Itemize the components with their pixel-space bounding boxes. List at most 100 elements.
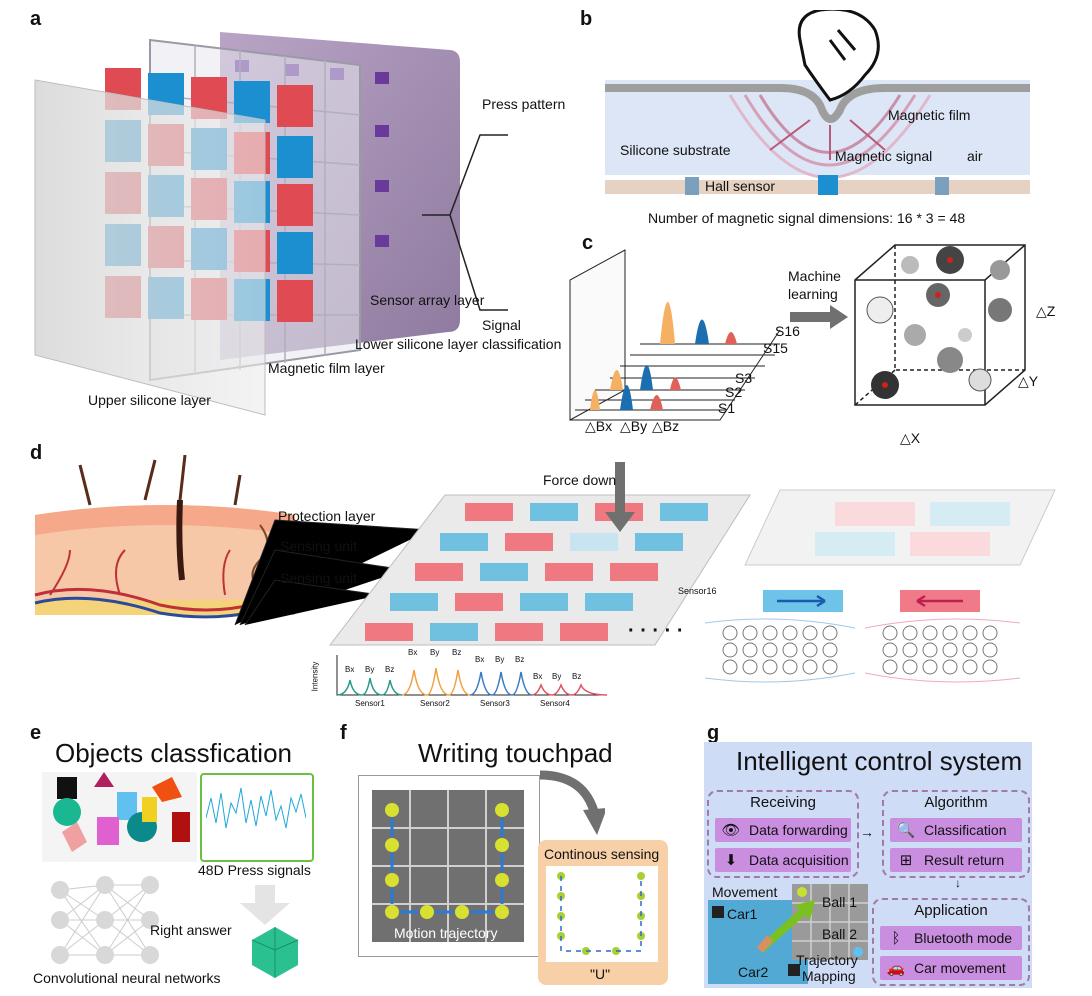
movement-label: Movement — [712, 884, 778, 900]
machine-learning-label-1: Machine — [788, 268, 841, 284]
ball-board — [792, 884, 868, 960]
objects-photo — [42, 772, 197, 862]
eye-icon: 👁 — [721, 822, 741, 839]
magnetic-signal-label: Magnetic signal — [835, 148, 933, 164]
sensor-name-1: Sensor1 — [355, 699, 385, 708]
intensity-plot — [336, 655, 608, 696]
classification-label: Classification — [924, 822, 1007, 838]
result-grid-icon: ⊞ — [899, 852, 913, 869]
panel-b-label: b — [580, 8, 593, 30]
magnetic-film-layer-label: Magnetic film layer — [268, 360, 385, 376]
application-group: Application ᛒ Bluetooth mode 🚗 Car movem… — [872, 898, 1030, 986]
ball1-label: Ball 1 — [822, 894, 858, 910]
classification-label: classification — [482, 336, 562, 352]
u-trajectory — [546, 866, 658, 962]
trajectory-label: Trajectory — [796, 952, 858, 968]
panel-g-title: Intelligent control system — [736, 746, 1023, 776]
panel-d-label: d — [30, 442, 43, 464]
peak-label-12: Bz — [572, 672, 582, 681]
result-return-item[interactable]: ⊞ Result return — [890, 848, 1022, 872]
data-clusters — [866, 246, 1012, 399]
magnetic-film-label: Magnetic film — [888, 107, 971, 123]
force-down-label: Force down — [543, 472, 617, 488]
panel-f-label: f — [340, 722, 347, 744]
sensing-array-board — [328, 494, 751, 646]
panel-a-label: a — [30, 8, 42, 30]
sensor16-label: Sensor16 — [678, 586, 717, 596]
panel-a-bracket — [422, 134, 508, 311]
continuous-sensing-label: Continous sensing — [544, 846, 660, 862]
peak-label-11: By — [552, 672, 562, 681]
down-arrow-icon — [240, 885, 290, 925]
peak-label-10: Bx — [533, 672, 543, 681]
touchpad-grid — [372, 790, 524, 942]
data-acquisition-item[interactable]: ⬇ Data acquisition — [715, 848, 851, 872]
cnn-label: Convolutional neural networks — [33, 970, 221, 986]
answer-shape-icon — [251, 927, 299, 978]
sensor-name-3: Sensor3 — [480, 699, 510, 708]
data-forwarding-item[interactable]: 👁 Data forwarding — [715, 818, 851, 842]
signal-peaks — [590, 302, 737, 410]
panel-g-label: g — [707, 722, 720, 744]
receiving-group: Receiving 👁 Data forwarding ⬇ Data acqui… — [707, 790, 859, 878]
receiving-heading: Receiving — [750, 794, 816, 811]
panel-d-leader-lines — [234, 519, 431, 626]
mapping-label: Mapping — [802, 968, 856, 984]
algorithm-group: Algorithm 🔍 Classification ⊞ Result retu… — [882, 790, 1030, 878]
sensor-name-2: Sensor2 — [420, 699, 450, 708]
u-letter-label: "U" — [590, 966, 611, 982]
car-movement-label: Car movement — [914, 960, 1006, 976]
ml-arrow-icon — [790, 305, 848, 329]
algorithm-heading: Algorithm — [924, 794, 988, 811]
skin-illustration — [34, 455, 296, 619]
car2-label: Car2 — [738, 964, 769, 980]
peak-label-4: Bx — [408, 648, 418, 657]
application-heading: Application — [914, 902, 988, 919]
mapping-arrow-icon — [756, 900, 815, 953]
classification-item[interactable]: 🔍 Classification — [890, 818, 1022, 842]
bluetooth-icon: ᛒ — [891, 929, 901, 947]
download-icon: ⬇ — [724, 852, 738, 869]
pressing-hand-icon — [797, 10, 880, 102]
flow-arrow-icon — [539, 770, 605, 835]
machine-learning-label-2: learning — [788, 286, 838, 302]
result-return-label: Result return — [924, 852, 1005, 868]
car-movement-item[interactable]: 🚗 Car movement — [880, 956, 1022, 980]
intensity-axis-label: Intensity — [310, 661, 320, 692]
sensing-tiles — [365, 503, 708, 641]
peak-label-7: Bx — [475, 655, 485, 664]
upper-silicone-layer-label: Upper silicone layer — [88, 392, 211, 408]
axis-label-bx: △Bx — [585, 418, 613, 434]
bluetooth-mode-item[interactable]: ᛒ Bluetooth mode — [880, 926, 1022, 950]
zoomed-tiles — [744, 489, 1056, 566]
axis-label-by: △By — [620, 418, 648, 434]
bluetooth-mode-label: Bluetooth mode — [914, 930, 1013, 946]
signal-dimensions-label: Number of magnetic signal dimensions: 16… — [648, 210, 966, 226]
ball2-label: Ball 2 — [822, 926, 858, 942]
car1-label: Car1 — [727, 906, 758, 922]
signal-waterfall-plot — [569, 249, 781, 421]
sensor-name-4: Sensor4 — [540, 699, 570, 708]
sensor-label-s1: S1 — [718, 400, 736, 416]
magnetic-domain-diagram — [705, 590, 1021, 683]
lower-silicone-layer-label: Lower silicone layer — [355, 336, 478, 352]
right-answer-label: Right answer — [150, 922, 232, 938]
signal-label: Signal — [482, 317, 521, 333]
layered-sensor-illustration — [34, 32, 460, 416]
search-icon: 🔍 — [896, 822, 916, 839]
axis-label-bz: △Bz — [652, 418, 680, 434]
press-signals-label: 48D Press signals — [198, 862, 311, 878]
peak-label-5: By — [430, 648, 440, 657]
peak-label-9: Bz — [515, 655, 525, 664]
algorithm-to-application-arrow: ↓ — [955, 876, 961, 890]
peak-label-6: Bz — [452, 648, 462, 657]
peak-label-8: By — [495, 655, 505, 664]
silicone-substrate-label: Silicone substrate — [620, 142, 731, 158]
panel-e-title: Objects classfication — [55, 738, 292, 768]
press-signal-waveform — [206, 787, 306, 829]
peak-label-3: Bz — [385, 665, 395, 674]
sensor-label-s16: S16 — [775, 323, 800, 339]
press-pattern-label: Press pattern — [482, 96, 566, 112]
sensor-label-s3: S3 — [735, 370, 753, 386]
cluster-cube — [854, 244, 1026, 406]
